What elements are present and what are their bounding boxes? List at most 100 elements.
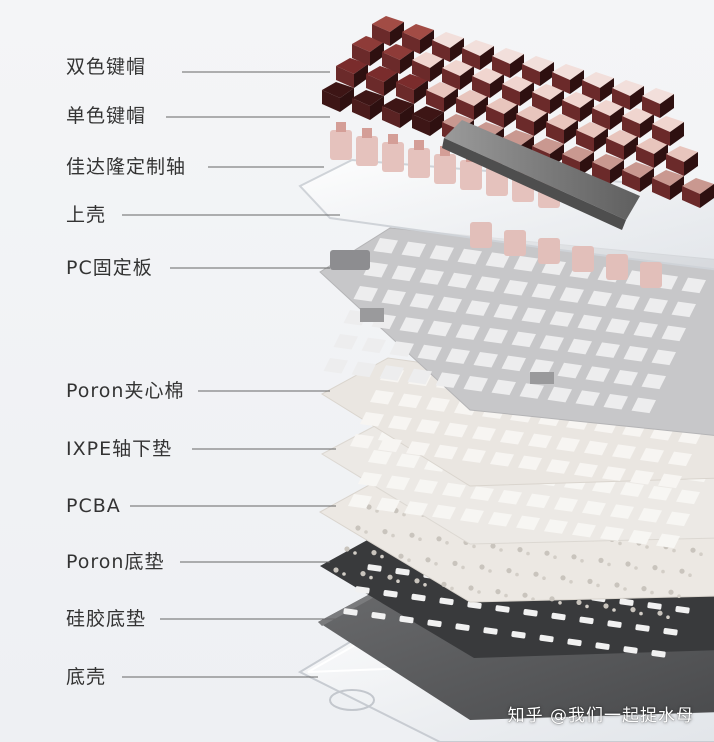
foam-cutout [378,437,402,453]
pcb-pad [668,589,674,595]
keycap [534,112,548,136]
plate-cutout [661,325,686,342]
ixpe-cutout [648,486,672,501]
plate-cutout [473,352,498,368]
pcb-pad [506,568,512,574]
keycap [456,98,474,120]
keycap [592,154,624,170]
plate-cutout [381,289,406,306]
keycap [400,104,414,128]
plate-cutout [577,314,602,331]
switch [538,238,560,264]
leader-lines [122,71,360,678]
foam-slot [483,627,498,635]
pcb-pad [666,615,670,619]
pcb-pad [533,571,539,577]
keycap [610,106,624,130]
keycap [354,64,368,88]
plate-cutout [417,344,442,361]
keycap [462,40,494,56]
foam-cutout [518,455,542,471]
keycap [430,112,444,136]
pcb-pad [614,582,620,588]
plate-cutout [557,362,582,379]
ixpe-cutout [544,519,568,534]
keycap [442,60,474,76]
plate-cutout [633,322,658,338]
keycap [480,46,494,70]
label-poron-bottom-pad: Poron底垫 [66,551,165,573]
plate-cutout [465,300,490,316]
switch-stem [440,146,450,156]
foam-cutout [444,422,468,438]
ixpe-cutout [656,533,680,549]
plate-cutout [333,334,358,350]
keycap [516,106,548,122]
ixpe-cutout [470,486,494,501]
pcb-pad [371,550,377,556]
pcb-pad [333,567,339,573]
pcb-pad [441,581,447,588]
keycap [370,42,384,66]
pcb-pad [450,586,454,591]
pcb-pad [360,571,366,577]
keycap [460,66,474,90]
ixpe-cutout [638,508,662,523]
pcb-pad [630,607,636,613]
keycap [700,184,714,208]
pcb-pad [677,594,681,598]
keycap [492,56,510,78]
plate-cutout [435,372,460,388]
pcb-pad [623,587,627,591]
plate-cutout [587,290,612,307]
foam-cutout [472,426,496,441]
pcb-pad [409,532,415,538]
keycap [382,52,400,74]
foam-cutout [668,451,692,467]
plate-cutout [549,311,574,327]
pcb-pad [576,599,582,606]
plate-cutout [401,241,426,258]
plate-cutout [437,296,462,313]
keycap [652,116,684,132]
foam-slot [651,649,666,658]
plate-cutout [547,386,572,403]
pcb-pad [414,578,420,584]
pcb-pad [382,529,388,535]
pcb-pad [445,541,449,545]
keycap [682,178,714,194]
keycap [472,122,504,138]
foam-slot [567,638,582,647]
plate-cutout [379,365,404,381]
keycap [622,170,640,192]
pcb-pad [402,512,406,517]
label-ixpe-pad: IXPE轴下垫 [66,438,173,460]
foam-cutout [640,448,664,463]
pcb-pad [553,555,557,559]
pcb-pad [387,574,393,580]
pcb-pad [423,583,427,587]
keycap [522,56,554,72]
pcb-pad [639,611,643,616]
pcb-pad [504,593,508,598]
plate-cutout [475,276,500,292]
keycap [606,130,638,146]
plate-cutout [445,348,470,364]
foam-slot [647,602,662,610]
pcb-pad [612,608,616,612]
foam-cutout [658,473,682,489]
foam-slot [367,564,382,572]
keycap [372,24,390,46]
keycap [352,44,370,66]
switch-stem [414,140,424,150]
pcb-pad [342,572,346,576]
ixpe-cutout [592,478,616,494]
switch [606,254,628,280]
plate-cutout [323,358,348,374]
foam-slot [411,593,426,602]
pcb-pad [353,551,357,555]
pcb-pad [618,541,622,546]
keycap [352,90,384,106]
keycap [426,90,444,112]
pcb-pad [598,557,604,564]
